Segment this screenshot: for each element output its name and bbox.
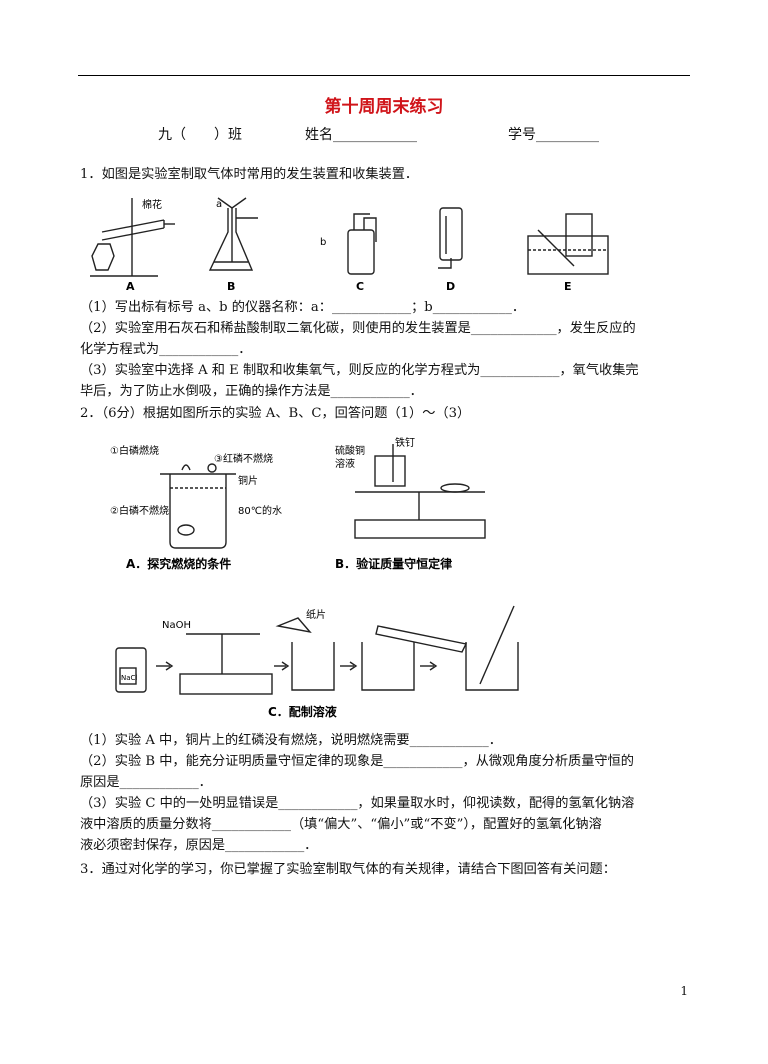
q2-part3-line2: 液中溶质的质量分数将____________（填“偏大”、“偏小”或“不变”），… bbox=[80, 817, 602, 832]
q1-apparatus-figure: a b 棉花 A B C D E bbox=[90, 197, 609, 292]
top-rule bbox=[78, 75, 690, 76]
q3-stem: 3．通过对化学的学习，你已掌握了实验室制取气体的有关规律，请结合下图回答有关问题… bbox=[80, 862, 616, 877]
q2-figure-c: NaOH 纸片 NaCl C．配制溶液 bbox=[115, 605, 519, 719]
q1-label-b: b bbox=[320, 237, 326, 248]
q2-b-label-cuso4-1: 硫酸铜 bbox=[335, 444, 365, 457]
q1-label-cotton: 棉花 bbox=[142, 198, 162, 211]
q1-part2-line1: （2）实验室用石灰石和稀盐酸制取二氧化碳，则使用的发生装置是__________… bbox=[80, 321, 636, 336]
q1-stem: 1．如图是实验室制取气体时常用的发生装置和收集装置． bbox=[80, 167, 419, 182]
q2-stem: 2．（6分）根据如图所示的实验 A、B、C，回答问题（1）～（3） bbox=[80, 406, 471, 421]
q1-label-A: A bbox=[126, 280, 135, 292]
q2-a-label-1: ①白磷燃烧 bbox=[110, 444, 159, 457]
page-number: 1 bbox=[680, 984, 688, 998]
q1-part3-line2: 毕后，为了防止水倒吸，正确的操作方法是____________． bbox=[80, 384, 423, 399]
name-field: 姓名____________ bbox=[305, 127, 417, 143]
class-field: 九（ ）班 bbox=[158, 127, 242, 143]
q1-label-D: D bbox=[446, 280, 455, 292]
q1-part1: （1）写出标有标号 a、b 的仪器名称：a：____________；b____… bbox=[80, 300, 526, 315]
q1-label-a: a bbox=[216, 199, 222, 210]
page-title: 第十周周末练习 bbox=[324, 97, 444, 117]
q2-part1: （1）实验 A 中，铜片上的红磷没有燃烧，说明燃烧需要____________． bbox=[80, 733, 502, 748]
q2-part2-line2: 原因是____________． bbox=[80, 775, 212, 790]
q2-part3-line3: 液必须密封保存，原因是____________． bbox=[80, 838, 318, 853]
q2-c-label-bottle: NaCl bbox=[121, 674, 137, 682]
q2-part3-line1: （3）实验 C 中的一处明显错误是____________，如果量取水时，仰视读… bbox=[80, 796, 635, 811]
q2-c-label-paper: 纸片 bbox=[306, 608, 326, 621]
q1-part3-line1: （3）实验室中选择 A 和 E 制取和收集氧气，则反应的化学方程式为______… bbox=[80, 363, 639, 378]
q2-a-label-2: ②白磷不燃烧 bbox=[110, 504, 169, 517]
q1-label-E: E bbox=[564, 280, 572, 292]
q2-a-label-3: ③红磷不燃烧 bbox=[214, 452, 273, 465]
q2-a-caption: A．探究燃烧的条件 bbox=[126, 556, 231, 571]
q2-b-caption: B．验证质量守恒定律 bbox=[335, 556, 452, 571]
q2-c-label-naoh: NaOH bbox=[162, 620, 191, 631]
q2-b-label-cuso4-2: 溶液 bbox=[335, 457, 355, 470]
q2-a-label-water: 80℃的水 bbox=[238, 504, 282, 517]
number-field: 学号_________ bbox=[508, 127, 599, 143]
q2-figure-b: 硫酸铜 溶液 铁钉 B．验证质量守恒定律 bbox=[335, 436, 486, 571]
q1-label-B: B bbox=[227, 280, 235, 292]
q2-c-caption: C．配制溶液 bbox=[268, 704, 337, 719]
q2-figure-a: ①白磷燃烧 ③红磷不燃烧 铜片 ②白磷不燃烧 80℃的水 A．探究燃烧的条件 bbox=[110, 444, 282, 571]
q2-part2-line1: （2）实验 B 中，能充分证明质量守恒定律的现象是____________，从微… bbox=[80, 754, 634, 769]
q1-part2-line2: 化学方程式为____________． bbox=[80, 342, 252, 357]
q2-b-label-nail: 铁钉 bbox=[395, 436, 415, 449]
q2-a-label-copper: 铜片 bbox=[238, 474, 258, 487]
q1-label-C: C bbox=[356, 280, 364, 292]
